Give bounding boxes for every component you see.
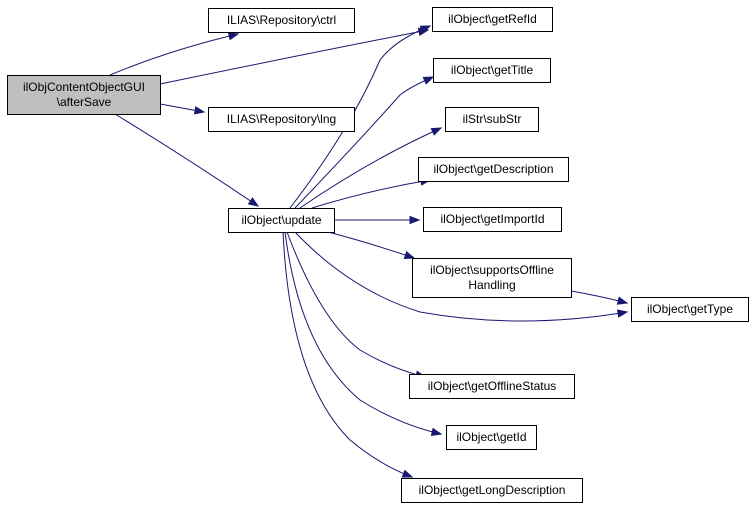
node-label-supportsOffline-line-2: Handling bbox=[468, 278, 515, 292]
arrowhead-update-to-supportsOffline bbox=[403, 250, 416, 259]
node-getTitle[interactable]: ilObject\getTitle bbox=[433, 58, 551, 83]
edge-root-to-update bbox=[114, 113, 259, 207]
edge-update-to-getId bbox=[284, 231, 442, 435]
node-box-getTitle[interactable] bbox=[433, 58, 551, 83]
node-getLongDescription[interactable]: ilObject\getLongDescription bbox=[401, 478, 583, 503]
node-label-getRefId: ilObject\getRefId bbox=[448, 12, 537, 26]
node-label-getLongDescription: ilObject\getLongDescription bbox=[419, 483, 566, 497]
edge-root-to-ctrl bbox=[109, 33, 239, 76]
node-label-getTitle: ilObject\getTitle bbox=[451, 63, 534, 77]
node-box-lng[interactable] bbox=[208, 107, 355, 132]
node-box-getId[interactable] bbox=[446, 425, 537, 450]
node-label-getOfflineStatus: ilObject\getOfflineStatus bbox=[428, 379, 557, 393]
edge-root-to-getRefId bbox=[159, 29, 429, 85]
arrowhead-update-to-getImportId bbox=[409, 215, 421, 225]
node-lng[interactable]: ILIAS\Repository\lng bbox=[208, 107, 355, 132]
arrowhead-root-to-update bbox=[247, 197, 260, 207]
node-label-update: ilObject\update bbox=[241, 213, 321, 227]
node-label-supportsOffline-line-1: ilObject\supportsOffline bbox=[430, 263, 554, 277]
nodes-layer: ilObjContentObjectGUI\afterSaveILIAS\Rep… bbox=[7, 7, 749, 503]
arrowhead-update-to-getRefId bbox=[419, 25, 432, 34]
edge-update-to-getType bbox=[294, 231, 628, 322]
node-subStr[interactable]: ilStr\subStr bbox=[445, 107, 539, 132]
node-label-getDescription: ilObject\getDescription bbox=[433, 162, 553, 176]
node-box-getRefId[interactable] bbox=[432, 7, 553, 32]
arrowhead-update-to-getLongDescription bbox=[401, 469, 414, 478]
node-ctrl[interactable]: ILIAS\Repository\ctrl bbox=[208, 8, 355, 33]
node-getDescription[interactable]: ilObject\getDescription bbox=[418, 157, 569, 182]
edge-update-to-getDescription bbox=[311, 179, 431, 209]
node-box-getLongDescription[interactable] bbox=[401, 478, 583, 503]
node-label-root-line-1: ilObjContentObjectGUI bbox=[23, 80, 145, 94]
arrowhead-update-to-subStr bbox=[430, 127, 443, 136]
node-label-getImportId: ilObject\getImportId bbox=[440, 212, 544, 226]
edge-update-to-getOfflineStatus bbox=[286, 231, 426, 378]
node-box-subStr[interactable] bbox=[445, 107, 539, 132]
node-getId[interactable]: ilObject\getId bbox=[446, 425, 537, 450]
edge-update-to-getTitle bbox=[294, 76, 434, 209]
node-box-ctrl[interactable] bbox=[208, 8, 355, 33]
node-getType[interactable]: ilObject\getType bbox=[631, 297, 749, 322]
edge-update-to-subStr bbox=[299, 127, 442, 209]
arrowhead-supportsOffline-to-getType bbox=[616, 296, 629, 305]
node-label-getId: ilObject\getId bbox=[456, 430, 526, 444]
edge-update-to-supportsOffline bbox=[327, 231, 415, 259]
arrowhead-root-to-ctrl bbox=[227, 32, 240, 41]
node-box-getOfflineStatus[interactable] bbox=[409, 374, 575, 399]
node-box-getImportId[interactable] bbox=[423, 207, 562, 232]
node-root[interactable]: ilObjContentObjectGUI\afterSave bbox=[7, 75, 161, 115]
node-getImportId[interactable]: ilObject\getImportId bbox=[423, 207, 562, 232]
node-getRefId[interactable]: ilObject\getRefId bbox=[432, 7, 553, 32]
node-label-root-line-2: \afterSave bbox=[57, 95, 112, 109]
node-box-root[interactable] bbox=[7, 75, 161, 115]
node-label-ctrl: ILIAS\Repository\ctrl bbox=[227, 13, 336, 27]
arrowhead-root-to-lng bbox=[193, 106, 206, 115]
node-label-subStr: ilStr\subStr bbox=[463, 112, 522, 126]
node-getOfflineStatus[interactable]: ilObject\getOfflineStatus bbox=[409, 374, 575, 399]
edge-update-to-getLongDescription bbox=[282, 231, 413, 478]
edge-update-to-getRefId bbox=[289, 25, 431, 209]
arrowhead-update-to-getType bbox=[616, 309, 629, 318]
arrowhead-update-to-getTitle bbox=[422, 76, 435, 85]
node-update[interactable]: ilObject\update bbox=[228, 208, 335, 233]
edges-layer bbox=[109, 25, 629, 478]
node-label-getType: ilObject\getType bbox=[647, 302, 733, 316]
node-box-update[interactable] bbox=[228, 208, 335, 233]
arrowhead-update-to-getId bbox=[430, 427, 443, 436]
node-box-supportsOffline[interactable] bbox=[412, 258, 572, 298]
node-box-getDescription[interactable] bbox=[418, 157, 569, 182]
node-label-lng: ILIAS\Repository\lng bbox=[227, 112, 336, 126]
node-box-getType[interactable] bbox=[631, 297, 749, 322]
